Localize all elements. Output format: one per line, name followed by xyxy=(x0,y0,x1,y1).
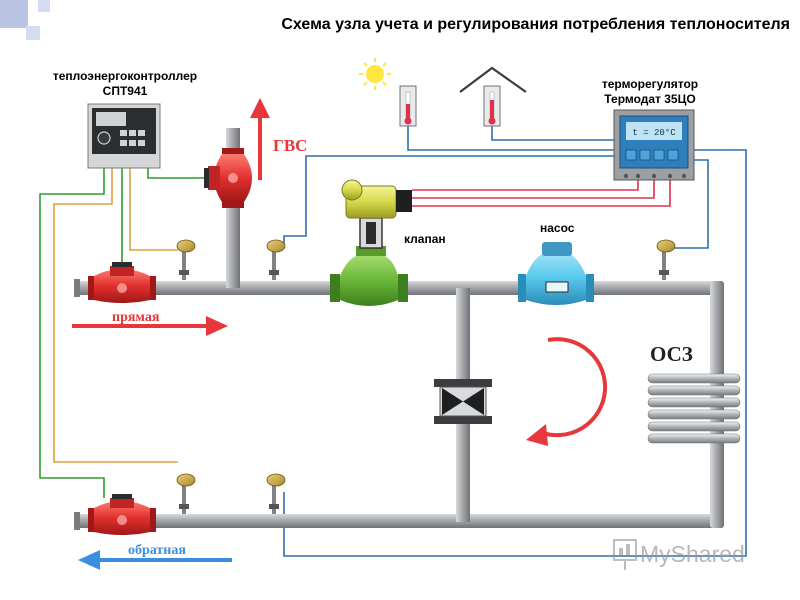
heat-energy-controller xyxy=(87,103,161,169)
wire-valve-regulator-2 xyxy=(412,180,655,199)
circulation-pump xyxy=(518,242,594,305)
bypass-gate-valve xyxy=(434,379,492,424)
control-valve xyxy=(330,179,412,306)
supply-pipe-cap xyxy=(74,279,80,297)
regulator-display-text: t = 20°C xyxy=(632,128,676,138)
wire-valve-regulator-1 xyxy=(412,180,639,191)
signal-wires xyxy=(39,126,747,557)
corner-decoration-small xyxy=(26,26,40,40)
corner-decoration xyxy=(0,0,28,28)
regulator-label-line1: терморегулятор xyxy=(602,77,698,91)
temperature-sensor-supply-1 xyxy=(176,239,196,280)
regulator-label-line2: Термодат 35ЦО xyxy=(604,92,695,106)
temperature-sensor-return-1 xyxy=(176,473,196,514)
hot-water-label: ГВС xyxy=(273,136,307,155)
watermark-text: MyShared xyxy=(640,541,745,567)
supply-direction-arrow-icon xyxy=(72,316,228,336)
hot-water-arrow-icon xyxy=(250,98,270,180)
return-direction-arrow-icon xyxy=(78,550,232,570)
heating-coil xyxy=(647,373,741,444)
circulation-arrow-icon xyxy=(526,337,608,446)
supply-flow-meter xyxy=(88,262,156,303)
wire-controller-gvs-meter xyxy=(147,168,208,179)
thermoregulator xyxy=(613,109,695,181)
valve-label: клапан xyxy=(404,232,446,246)
corner-decoration-tiny xyxy=(38,0,50,12)
thermometer-icon xyxy=(399,85,417,127)
wire-controller-return-meter xyxy=(39,168,105,498)
supply-label: прямая xyxy=(112,310,160,325)
page-title: Схема узла учета и регулирования потребл… xyxy=(120,12,790,38)
temperature-sensor-return-2 xyxy=(266,473,286,514)
wire-controller-supply-sensor xyxy=(129,168,178,251)
house-icon xyxy=(459,66,527,93)
pump-label: насос xyxy=(540,221,575,235)
wire-outdoor-sensor-2 xyxy=(491,126,622,141)
thermometer-indoor-icon xyxy=(483,85,501,127)
wire-controller-return-sensor xyxy=(53,168,178,463)
wire-return-sensor-regulator xyxy=(666,159,709,249)
hot-water-flow-meter xyxy=(204,148,252,208)
wire-outdoor-sensor-1 xyxy=(407,126,622,151)
wire-return-temp-regulator xyxy=(283,149,747,557)
controller-label-line2: СПТ941 xyxy=(103,84,148,98)
wire-valve-regulator-3 xyxy=(412,180,671,207)
controller-label-line1: теплоэнергоконтроллер xyxy=(53,69,197,83)
return-pipe xyxy=(74,514,724,528)
sun-icon xyxy=(359,58,391,90)
temperature-sensor-supply-3 xyxy=(656,239,676,280)
wire-supply-sensor-regulator xyxy=(283,155,622,248)
return-label: обратная xyxy=(128,543,186,558)
pipes xyxy=(74,128,724,530)
temperature-sensor-supply-2 xyxy=(266,239,286,280)
watermark-logo-icon xyxy=(613,539,637,570)
heating-system-label: ОСЗ xyxy=(650,342,693,366)
return-flow-meter xyxy=(88,494,156,535)
return-pipe-cap xyxy=(74,512,80,530)
